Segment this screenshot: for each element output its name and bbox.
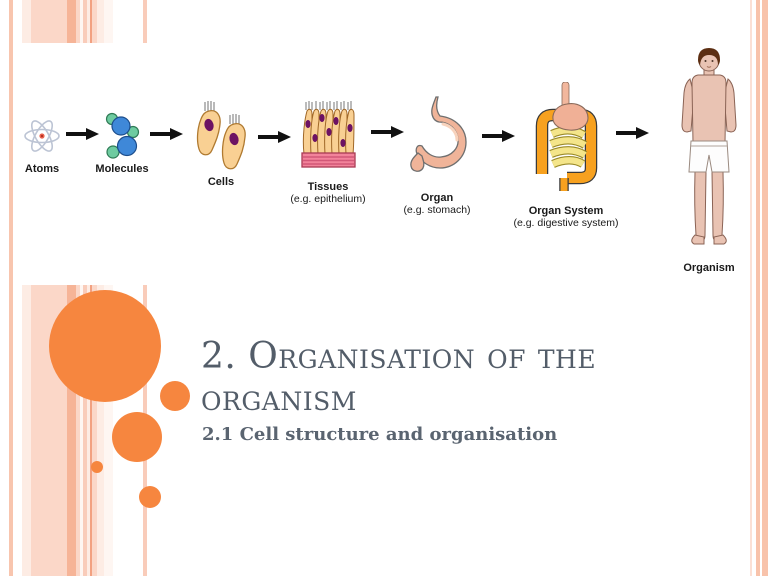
atom-icon bbox=[24, 120, 60, 152]
left-edge-stripe bbox=[9, 0, 13, 576]
accent-circle-medium bbox=[160, 381, 190, 411]
stage-label-atoms: Atoms bbox=[24, 163, 60, 175]
page-title: 2. Organisation of the organism bbox=[201, 336, 597, 420]
human-figure-icon bbox=[681, 48, 737, 245]
accent-circle-dot bbox=[91, 461, 103, 473]
arrow-icon bbox=[482, 130, 515, 142]
tissue-icon bbox=[301, 101, 356, 168]
stage-example-organ: (e.g. stomach) bbox=[403, 204, 471, 216]
page-subtitle: 2.1 Cell structure and organisation bbox=[202, 424, 558, 445]
right-edge-thin-stripe bbox=[750, 0, 752, 576]
stage-example-organ-system: (e.g. digestive system) bbox=[513, 217, 619, 229]
stage-label-molecules: Molecules bbox=[95, 163, 149, 175]
stage-label-tissues: Tissues bbox=[307, 181, 349, 193]
arrow-icon bbox=[66, 128, 99, 140]
stage-label-cells: Cells bbox=[207, 176, 235, 188]
arrow-icon bbox=[371, 126, 404, 138]
stomach-icon bbox=[410, 96, 467, 172]
molecules-icon bbox=[105, 112, 140, 159]
accent-circle-small bbox=[112, 412, 162, 462]
accent-circle-large bbox=[49, 290, 161, 402]
digestive-system-icon bbox=[535, 82, 598, 191]
arrow-icon bbox=[150, 128, 183, 140]
stage-label-organ: Organ bbox=[420, 192, 454, 204]
arrow-icon bbox=[258, 131, 291, 143]
accent-circle-bottom bbox=[139, 486, 161, 508]
stage-label-organ-system: Organ System bbox=[528, 205, 604, 217]
stage-label-organism: Organism bbox=[683, 262, 735, 274]
right-edge-stripe bbox=[756, 0, 768, 576]
stripe-band-top bbox=[22, 0, 147, 43]
cells-icon bbox=[196, 101, 246, 170]
arrow-icon bbox=[616, 127, 649, 139]
stage-example-tissues: (e.g. epithelium) bbox=[290, 193, 366, 205]
